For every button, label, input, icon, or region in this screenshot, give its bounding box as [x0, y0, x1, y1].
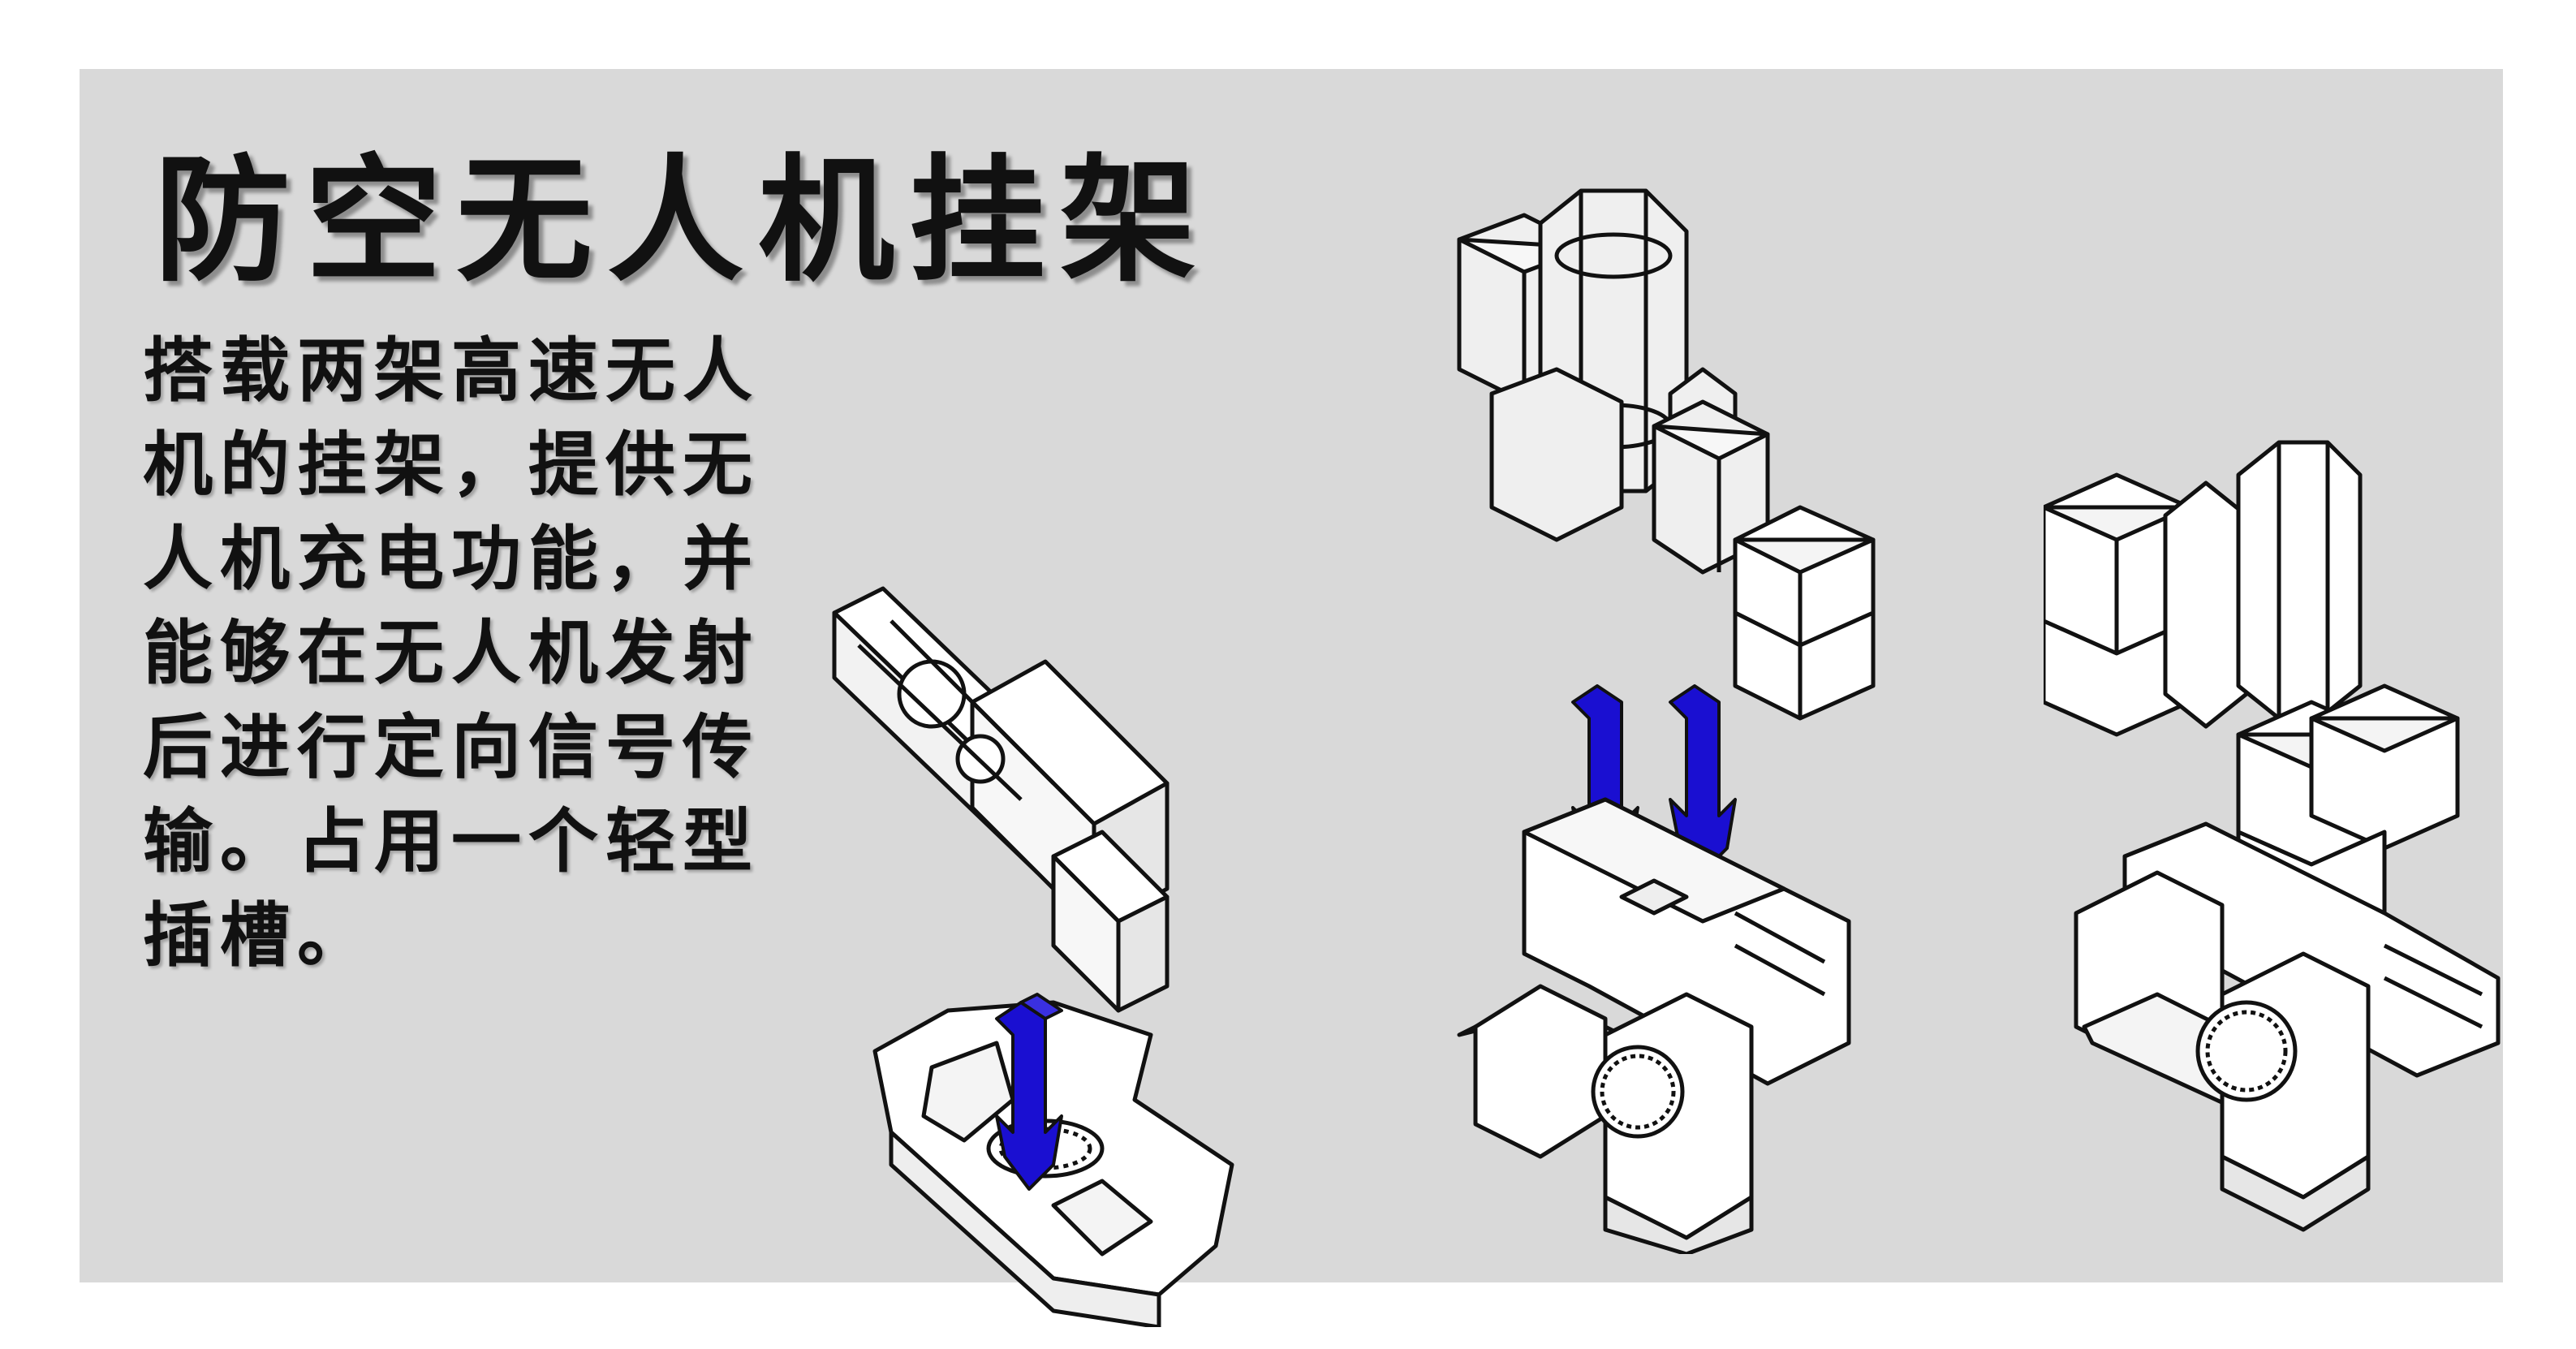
mount-body	[1457, 797, 1851, 1254]
illustration-mount-base	[810, 515, 1346, 1327]
drone-pods	[1457, 188, 1770, 575]
tilted-rail-assembly	[832, 586, 1170, 1013]
page-title: 防空无人机挂架	[154, 141, 1211, 300]
illustration-mount-exploded	[1443, 183, 2011, 1254]
side-boxes	[1733, 505, 1876, 721]
background-panel: 防空无人机挂架 搭载两架高速无人机的挂架，提供无人机充电功能，并能够在无人机发射…	[80, 69, 2503, 1327]
description-text: 搭载两架高速无人机的挂架，提供无人机充电功能，并能够在无人机发射后进行定向信号传…	[143, 330, 760, 976]
insert-arrow-icon	[995, 993, 1063, 1191]
illustration-mount-assembled	[2044, 426, 2547, 1238]
mount-body	[2074, 821, 2501, 1232]
